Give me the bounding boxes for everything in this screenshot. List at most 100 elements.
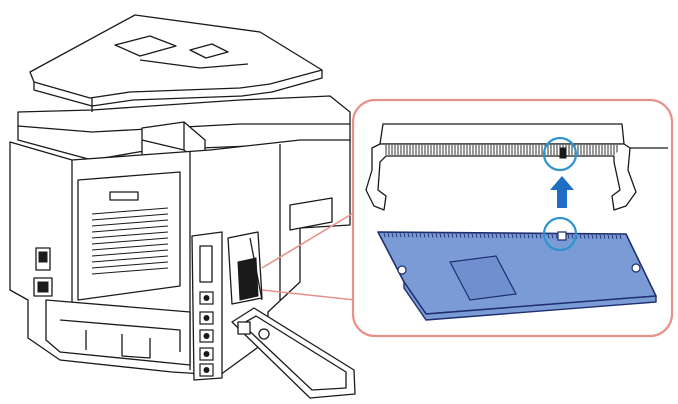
interface-port-socket: [203, 367, 210, 373]
slot-latch-left: [365, 143, 387, 211]
module-contact: [435, 233, 438, 238]
module-contact: [479, 233, 482, 238]
module-contact: [571, 234, 574, 239]
module-contact: [463, 233, 466, 238]
memory-callout: [351, 98, 674, 338]
module-contact: [439, 233, 442, 238]
interface-port-socket: [203, 351, 210, 357]
module-contact: [555, 234, 558, 239]
rear-vent-slot: [91, 255, 169, 263]
module-contact: [603, 234, 606, 239]
memory-slot-on-board: [237, 257, 259, 301]
module-contact: [551, 234, 554, 239]
module-contact: [519, 234, 522, 239]
module-notch-right: [631, 263, 641, 273]
module-contact: [579, 234, 582, 239]
module-contact: [515, 234, 518, 239]
cover-screw-head: [258, 328, 270, 340]
module-contact: [547, 234, 550, 239]
module-contact: [591, 234, 594, 239]
module-contact: [495, 233, 498, 239]
module-contact: [527, 234, 530, 239]
module-contact: [595, 234, 598, 239]
module-contact: [383, 232, 386, 238]
interface-slot: [199, 245, 213, 283]
module-label-area: [449, 255, 517, 301]
rear-vent-slot: [91, 243, 169, 251]
rear-vent-slot: [91, 207, 169, 215]
module-contact: [615, 234, 618, 240]
module-contact: [523, 234, 526, 239]
interface-port-socket: [203, 315, 210, 321]
side-recess: [289, 197, 333, 231]
module-notch-left: [397, 265, 407, 275]
module-contact: [471, 233, 474, 238]
slot-latch-right: [611, 143, 637, 211]
module-board-edge: [403, 281, 657, 321]
power-switch-rocker: [38, 251, 48, 263]
callout-leader-line-top: [261, 211, 356, 269]
module-contact: [607, 234, 610, 239]
callout-leader-line-bottom: [261, 289, 356, 301]
adf-hinge-block-face2: [141, 139, 185, 151]
module-contact: [475, 233, 478, 238]
printer-illustration: [9, 14, 356, 399]
module-contact: [403, 233, 406, 238]
module-contact: [507, 233, 510, 239]
module-contact: [487, 233, 490, 238]
module-contact: [455, 233, 458, 238]
interface-ports: [199, 291, 214, 377]
arrow-head: [550, 176, 574, 190]
rear-vent-slot: [91, 231, 169, 239]
module-contact: [511, 233, 514, 239]
slot-contact-pins: [385, 145, 618, 155]
memory-module: [377, 231, 657, 321]
module-contact: [599, 234, 602, 239]
module-contact: [503, 233, 506, 239]
module-contact: [431, 233, 434, 238]
module-contact: [399, 233, 402, 238]
module-contact: [467, 233, 470, 238]
module-gold-contacts: [383, 232, 622, 240]
slot-key: [559, 147, 567, 159]
module-contact: [491, 233, 494, 239]
module-contact: [415, 233, 418, 238]
rear-vent-slot: [91, 219, 169, 227]
module-contact: [411, 233, 414, 238]
module-contact: [587, 234, 590, 239]
adf-guide: [189, 43, 229, 59]
arrow-up-icon: [550, 176, 574, 208]
module-contact: [459, 233, 462, 238]
rear-cover: [77, 171, 181, 301]
board-edge-line: [249, 237, 263, 301]
module-contact: [583, 234, 586, 239]
module-contact: [443, 233, 446, 238]
module-contact: [451, 233, 454, 238]
interface-port-socket: [203, 333, 210, 339]
duplex-unit: [45, 299, 191, 366]
adf-top-lid-edge: [33, 70, 323, 107]
module-contact: [499, 233, 502, 239]
module-contact: [391, 233, 394, 238]
module-key-notch: [557, 231, 567, 241]
rear-vent-slot: [91, 249, 169, 257]
module-contact: [387, 232, 390, 238]
module-notch-highlight-icon: [542, 216, 578, 252]
module-contact: [483, 233, 486, 238]
cover-screw: [237, 321, 251, 335]
rear-vent-slot: [91, 213, 169, 221]
module-contact: [531, 234, 534, 239]
module-contact: [407, 233, 410, 238]
interface-port-socket: [203, 295, 210, 301]
module-contact: [447, 233, 450, 238]
module-contact: [427, 233, 430, 238]
slot-housing-top: [379, 123, 625, 145]
rear-vents: [91, 207, 169, 275]
rear-cover-handle: [109, 191, 139, 201]
module-contact: [419, 233, 422, 238]
module-contact: [535, 234, 538, 239]
adf-guide-line: [139, 59, 249, 69]
arrow-shaft: [557, 188, 567, 208]
